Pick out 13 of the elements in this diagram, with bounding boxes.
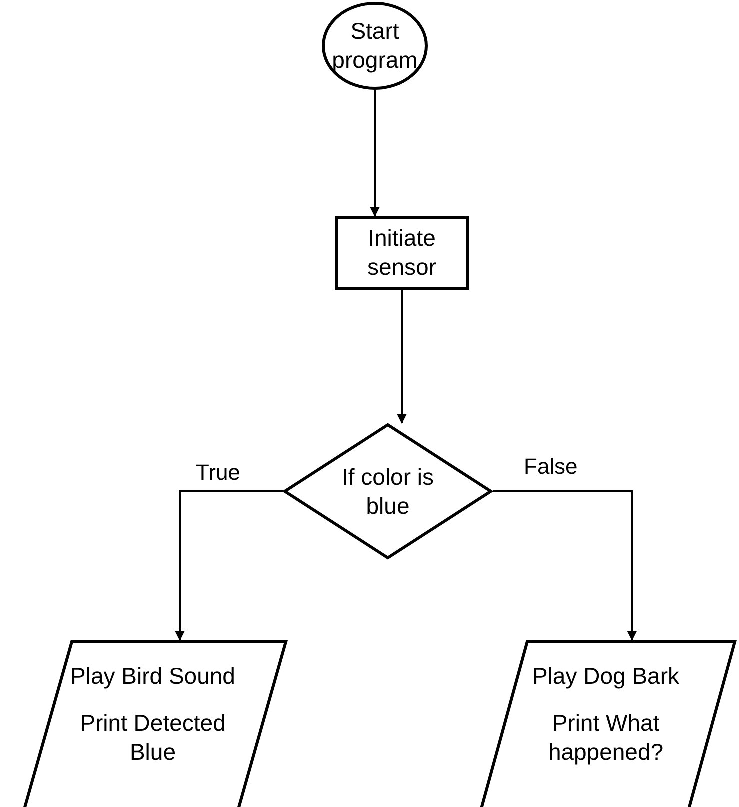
decision-diamond — [283, 423, 493, 560]
arrow — [370, 90, 380, 217]
arrow — [493, 490, 638, 641]
node-text: Print Detected Blue — [79, 708, 227, 766]
arrow — [175, 490, 283, 641]
node-text: Play Dog Bark — [532, 662, 680, 691]
node-text: Start program — [331, 17, 419, 75]
node-text: Play Bird Sound — [70, 662, 236, 691]
arrow — [397, 290, 407, 424]
process-box — [335, 216, 469, 290]
node-text: Print What happened? — [547, 708, 665, 766]
node-text: If color is blue — [340, 462, 436, 520]
node-text: Initiate sensor — [366, 224, 438, 282]
